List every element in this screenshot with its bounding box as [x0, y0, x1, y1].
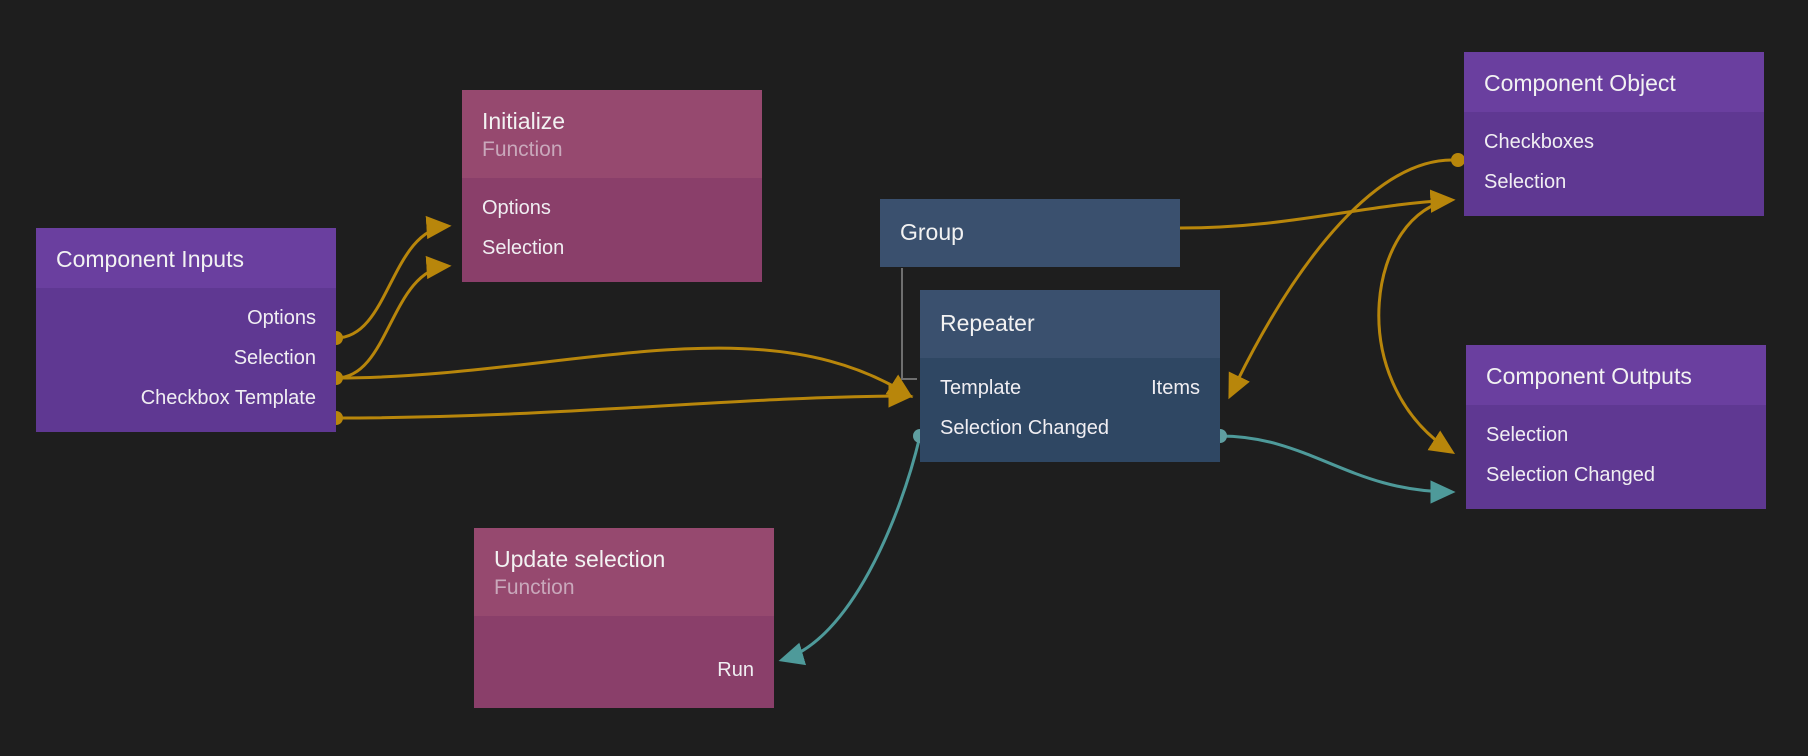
port-label: Options: [247, 307, 316, 329]
edge-object-selection-to-outputs-selection: [1377, 198, 1456, 454]
port-label: Selection Changed: [1486, 464, 1656, 486]
node-title: Component Inputs: [56, 246, 244, 272]
node-title: Update selection: [494, 546, 666, 572]
group-containment-bracket: [901, 268, 917, 380]
node-body-component-outputs: Selection Selection Changed: [1466, 405, 1766, 509]
edge-repeater-items-to-object-checkboxes: [1228, 158, 1453, 400]
node-header-group: Group: [880, 199, 1180, 267]
port-row-options[interactable]: Options: [462, 188, 762, 228]
node-title: Initialize: [482, 108, 566, 134]
port-row-selection-changed[interactable]: Selection Changed: [920, 408, 1220, 448]
edge-repeater-selection-changed-to-update-run: [778, 435, 922, 666]
port-row-checkboxes[interactable]: Checkboxes: [1464, 122, 1764, 162]
port-label-items: Items: [1151, 377, 1200, 399]
edge-inputs-checkbox-template-to-repeater-template: [335, 384, 914, 420]
node-subtitle: Function: [482, 138, 563, 161]
port-row-selection-changed[interactable]: Selection Changed: [1466, 455, 1766, 495]
node-body-component-object: Checkboxes Selection: [1464, 112, 1764, 216]
port-row-selection[interactable]: Selection: [1466, 415, 1766, 455]
edge-inputs-selection-to-initialize-selection: [335, 255, 452, 380]
port-label: Options: [482, 197, 551, 219]
node-group[interactable]: Group: [880, 199, 1180, 267]
port-row-template-items[interactable]: Template Items: [920, 368, 1220, 408]
node-header-update-selection: Update selection Function: [474, 528, 774, 616]
node-header-component-inputs: Component Inputs: [36, 228, 336, 288]
port-row-options[interactable]: Options: [36, 298, 336, 338]
port-label: Selection: [1484, 171, 1567, 193]
port-label: Selection: [1486, 424, 1569, 446]
node-repeater[interactable]: Repeater Template Items Selection Change…: [920, 290, 1220, 462]
port-label: Checkbox Template: [140, 387, 316, 409]
node-subtitle: Function: [494, 576, 575, 599]
port-label: Selection: [233, 347, 316, 369]
node-title: Component Object: [1484, 70, 1676, 96]
edge-repeater-selection-changed-to-outputs: [1219, 434, 1456, 504]
edge-inputs-selection-to-repeater-template: [335, 346, 914, 398]
node-update-selection[interactable]: Update selection Function Run: [474, 528, 774, 708]
port-label-template: Template: [940, 377, 1022, 399]
node-header-component-object: Component Object: [1464, 52, 1764, 112]
node-body-component-inputs: Options Selection Checkbox Template: [36, 288, 336, 432]
node-title: Repeater: [940, 310, 1035, 336]
port-row-selection[interactable]: Selection: [462, 228, 762, 268]
node-body-initialize: Options Selection: [462, 178, 762, 282]
node-body-repeater: Template Items Selection Changed: [920, 358, 1220, 462]
node-title: Group: [900, 219, 964, 245]
edge-inputs-options-to-initialize-options: [335, 215, 452, 340]
port-dot-object-checkboxes[interactable]: [1451, 153, 1465, 167]
port-label: Run: [717, 659, 754, 681]
node-initialize[interactable]: Initialize Function Options Selection: [462, 90, 762, 282]
port-row-checkbox-template[interactable]: Checkbox Template: [36, 378, 336, 418]
node-header-repeater: Repeater: [920, 290, 1220, 358]
node-body-update-selection: Run: [474, 616, 774, 708]
port-label: Selection: [482, 237, 565, 259]
port-row-selection[interactable]: Selection: [1464, 162, 1764, 202]
node-header-initialize: Initialize Function: [462, 90, 762, 178]
edge-group-to-object-selection: [1179, 189, 1456, 230]
port-label: Checkboxes: [1484, 131, 1595, 153]
node-title: Component Outputs: [1486, 363, 1692, 389]
port-label: Selection Changed: [940, 417, 1110, 439]
port-row-selection[interactable]: Selection: [36, 338, 336, 378]
node-component-object[interactable]: Component Object Checkboxes Selection: [1464, 52, 1764, 216]
port-row-run[interactable]: Run: [474, 650, 774, 690]
node-header-component-outputs: Component Outputs: [1466, 345, 1766, 405]
node-component-outputs[interactable]: Component Outputs Selection Selection Ch…: [1466, 345, 1766, 509]
node-component-inputs[interactable]: Component Inputs Options Selection Check…: [36, 228, 336, 432]
